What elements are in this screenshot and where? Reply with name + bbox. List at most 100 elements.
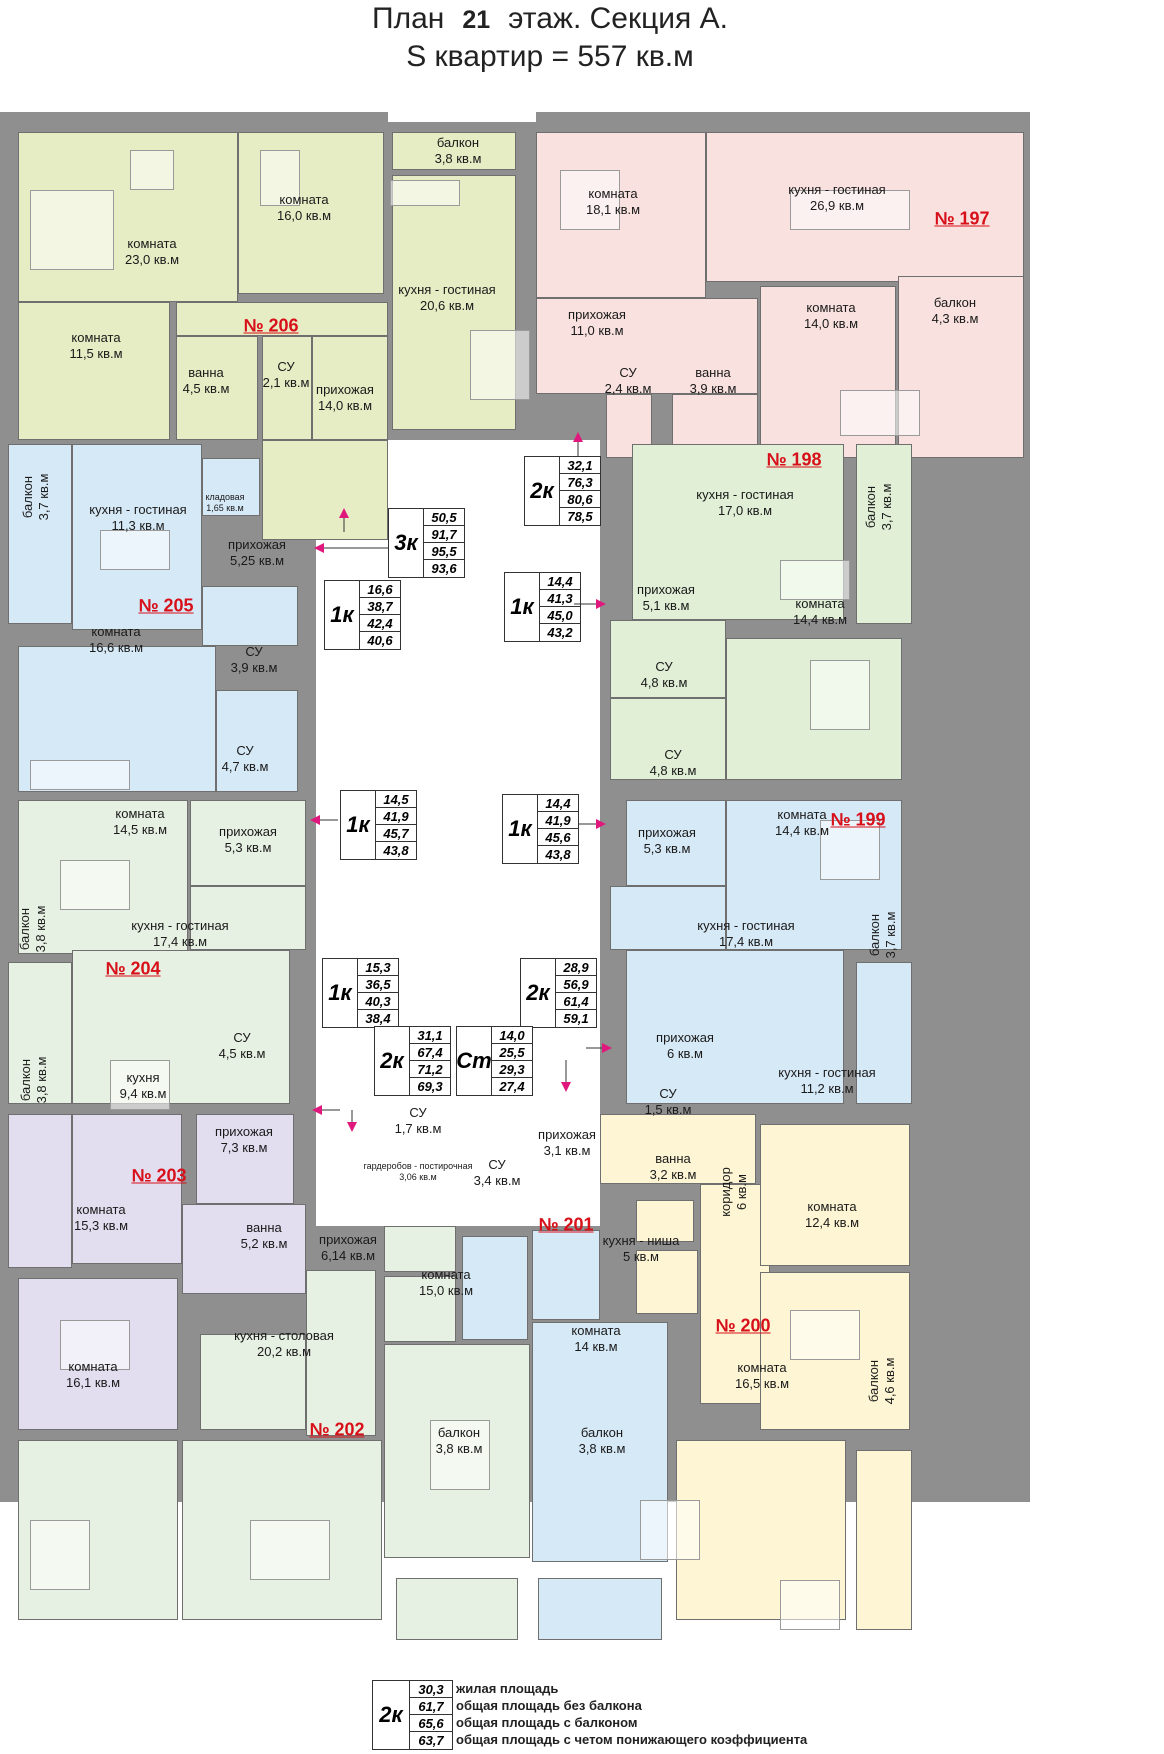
apartment-tag-value: 67,4 bbox=[410, 1044, 450, 1061]
room-name: СУ bbox=[659, 1086, 677, 1101]
apartment-tag-value: 78,5 bbox=[567, 509, 593, 524]
room-name: прихожая bbox=[215, 1124, 273, 1139]
room-area-text: 15,0 кв.м bbox=[418, 1283, 474, 1298]
room-area-text: 12,4 кв.м bbox=[804, 1215, 860, 1230]
apartment-tag-value: 14,4 bbox=[540, 573, 580, 590]
room-name: комната bbox=[737, 1360, 787, 1375]
apartment-tag-value: 45,7 bbox=[376, 825, 416, 842]
apartment-type: 2к bbox=[521, 959, 556, 1027]
room-area-text: 1,65 кв.м bbox=[206, 503, 244, 513]
furniture-icon bbox=[780, 1580, 840, 1630]
room-area-text: 4,5 кв.м bbox=[182, 381, 230, 396]
room-area-text: 4,5 кв.м bbox=[218, 1046, 266, 1061]
room-area-text: 2,1 кв.м bbox=[262, 375, 310, 390]
room-area-text: 6,14 кв.м bbox=[320, 1248, 376, 1263]
legend-value: 30,3 bbox=[410, 1681, 452, 1698]
room-name: гардеробов - постирочная bbox=[363, 1161, 473, 1171]
room-area-text: 3,2 кв.м bbox=[649, 1167, 697, 1182]
room-name: СУ bbox=[409, 1105, 427, 1120]
room-area-text: 17,4 кв.м bbox=[718, 934, 774, 949]
room-area bbox=[636, 1200, 694, 1242]
room-area bbox=[8, 1114, 72, 1268]
room-area-text: 3,8 кв.м bbox=[435, 1441, 483, 1456]
apartment-tag-value: 76,3 bbox=[560, 474, 600, 491]
furniture-icon bbox=[560, 170, 620, 230]
furniture-icon bbox=[390, 180, 460, 206]
room-name: кухня - столовая bbox=[234, 1328, 334, 1343]
room-name: балкон bbox=[580, 1425, 624, 1440]
room-name: кухня - гостиная bbox=[696, 487, 794, 502]
room-area bbox=[760, 1124, 910, 1266]
entrance-arrow-icon bbox=[339, 508, 349, 518]
apartment-type: 1к bbox=[341, 791, 376, 859]
room-name: прихожая bbox=[228, 537, 286, 552]
apartment-tag-value: 31,1 bbox=[410, 1027, 450, 1044]
room-name: комната bbox=[571, 1323, 621, 1338]
room-area bbox=[8, 962, 72, 1104]
apartment-tag-value: 50,5 bbox=[424, 509, 464, 526]
room-name: балкон bbox=[436, 135, 480, 150]
room-area-text: 7,3 кв.м bbox=[220, 1140, 268, 1155]
room-name: кухня - гостиная bbox=[788, 182, 886, 197]
apartment-number: № 201 bbox=[538, 1214, 594, 1235]
entrance-arrow-icon bbox=[596, 599, 606, 609]
room-name: балкон bbox=[437, 1425, 481, 1440]
legend-tag-type: 2к bbox=[373, 1681, 410, 1749]
room-area-text: 3,8 кв.м bbox=[434, 151, 482, 166]
room-area bbox=[610, 698, 726, 780]
room-area bbox=[532, 1230, 600, 1320]
apartment-number: № 203 bbox=[131, 1165, 187, 1186]
room-area-text: 5 кв.м bbox=[623, 1249, 659, 1264]
room-area-text: 3,06 кв.м bbox=[399, 1172, 437, 1182]
room-area-text: 1,7 кв.м bbox=[394, 1121, 442, 1136]
entrance-arrow-icon bbox=[310, 815, 320, 825]
apartment-tag-value: 14,4 bbox=[538, 795, 578, 812]
apartment-number: № 206 bbox=[243, 315, 299, 336]
apartment-tag-value: 71,2 bbox=[410, 1061, 450, 1078]
room-area bbox=[384, 1276, 456, 1342]
furniture-icon bbox=[110, 1060, 170, 1110]
apartment-tag-value: 45,6 bbox=[538, 829, 578, 846]
room-area bbox=[72, 950, 290, 1104]
apartment-tag-value: 93,6 bbox=[431, 561, 457, 576]
furniture-icon bbox=[780, 560, 850, 600]
apartment-tag-value: 69,3 bbox=[417, 1079, 443, 1094]
furniture-icon bbox=[810, 660, 870, 730]
room-name: ванна bbox=[655, 1151, 691, 1166]
total-area-title: S квартир = 557 кв.м bbox=[406, 40, 694, 73]
apartment-tag-value: 15,3 bbox=[358, 959, 398, 976]
room-name: прихожая bbox=[638, 825, 696, 840]
furniture-icon bbox=[60, 1320, 130, 1370]
apartment-tag-value: 42,4 bbox=[360, 615, 400, 632]
title-prefix: План bbox=[372, 2, 445, 35]
room-area bbox=[182, 1204, 306, 1294]
